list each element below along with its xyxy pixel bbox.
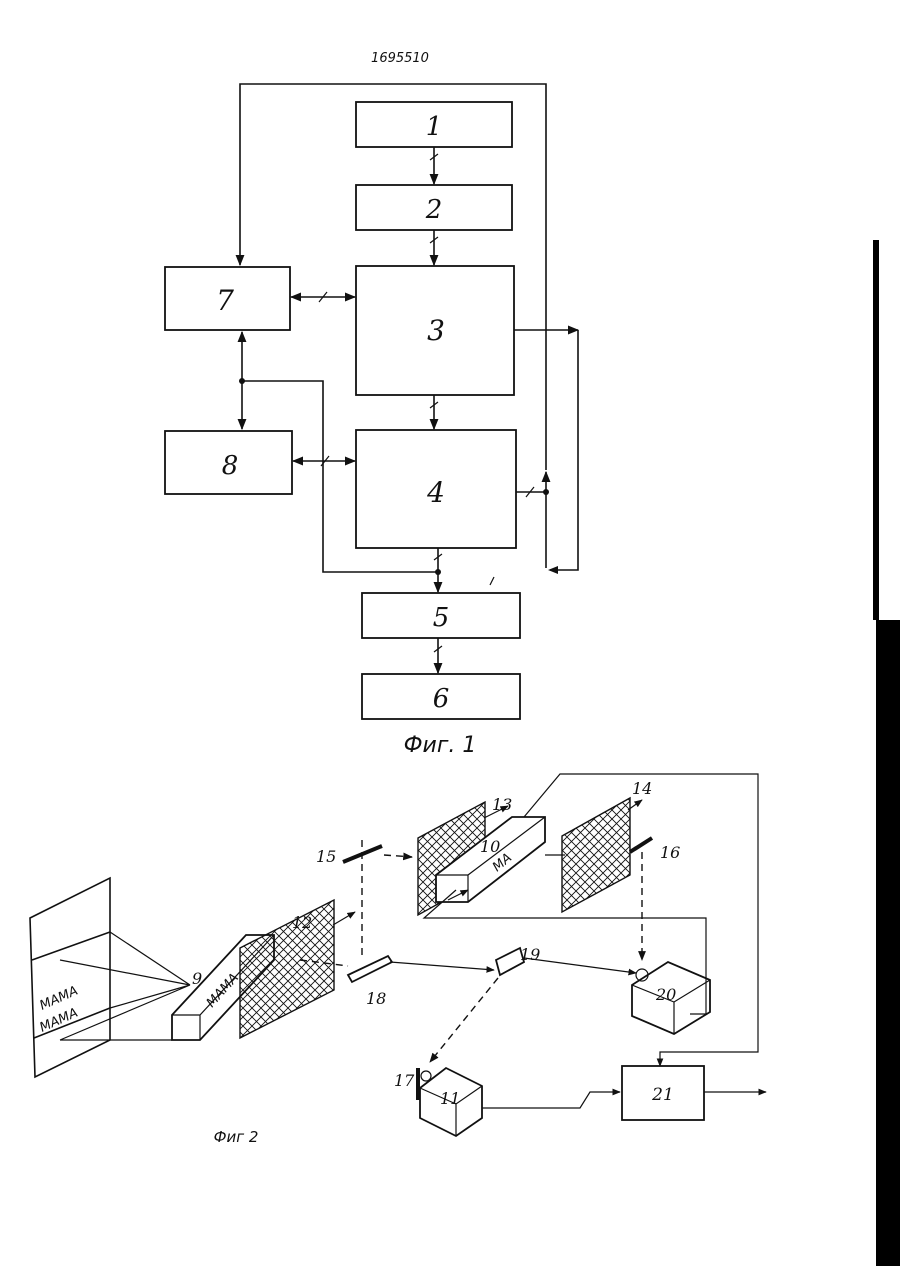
- arrowhead-return: [548, 566, 558, 574]
- imaging-rays: [60, 932, 190, 1040]
- right-return: [550, 330, 578, 570]
- block-6-label: 6: [433, 684, 450, 714]
- block-4-label: 4: [426, 476, 445, 509]
- part-15: 15: [316, 847, 336, 866]
- part-10: 10: [480, 837, 500, 856]
- part-12: 12: [292, 913, 312, 932]
- block-3-label: 3: [427, 314, 445, 347]
- part-9: 9: [192, 969, 202, 988]
- part-16: 16: [660, 843, 680, 862]
- beam-15-13: [384, 855, 412, 857]
- margin-bar-thin: [873, 240, 879, 620]
- part-17: 17: [394, 1071, 415, 1090]
- page-sheet: [30, 878, 110, 1077]
- block-1-label: 1: [426, 112, 443, 142]
- patent-number: 1695510: [371, 51, 429, 66]
- part-19: 19: [520, 945, 540, 964]
- beam-18-19: [390, 962, 494, 970]
- part-13: 13: [492, 795, 512, 814]
- block-2-label: 2: [425, 195, 443, 225]
- part-20: 20: [655, 985, 676, 1004]
- part-21: 21: [651, 1085, 674, 1105]
- part-14: 14: [632, 779, 652, 798]
- beam-19-20: [524, 958, 636, 973]
- block-8-label: 8: [222, 451, 239, 481]
- modulator-12: [240, 900, 334, 1038]
- mirror-15: [343, 846, 382, 862]
- camera-11-lens: [421, 1071, 431, 1081]
- figure-2: МАМА МАМА МАМА 9 12 15 13 МА 10: [30, 774, 766, 1146]
- margin-bar-thick: [876, 620, 900, 1266]
- beam-19-17: [430, 978, 498, 1062]
- ray-12-out: [333, 912, 355, 925]
- fig2-caption: Фиг 2: [214, 1128, 259, 1146]
- wire-10-21: [524, 774, 758, 1066]
- junction-bus: [435, 569, 441, 575]
- wire-11-21: [482, 1092, 620, 1108]
- part-18: 18: [366, 989, 386, 1008]
- block-5-label: 5: [433, 603, 450, 633]
- mirror-18: [348, 956, 392, 982]
- modulator-14: [562, 798, 630, 912]
- mirror-16: [630, 838, 652, 852]
- block-7-label: 7: [216, 284, 234, 317]
- fig1-caption: Фиг. 1: [404, 733, 477, 758]
- part-11: 11: [440, 1089, 460, 1108]
- figure-1: 1 2 3 4 5 6 7 8: [165, 84, 578, 758]
